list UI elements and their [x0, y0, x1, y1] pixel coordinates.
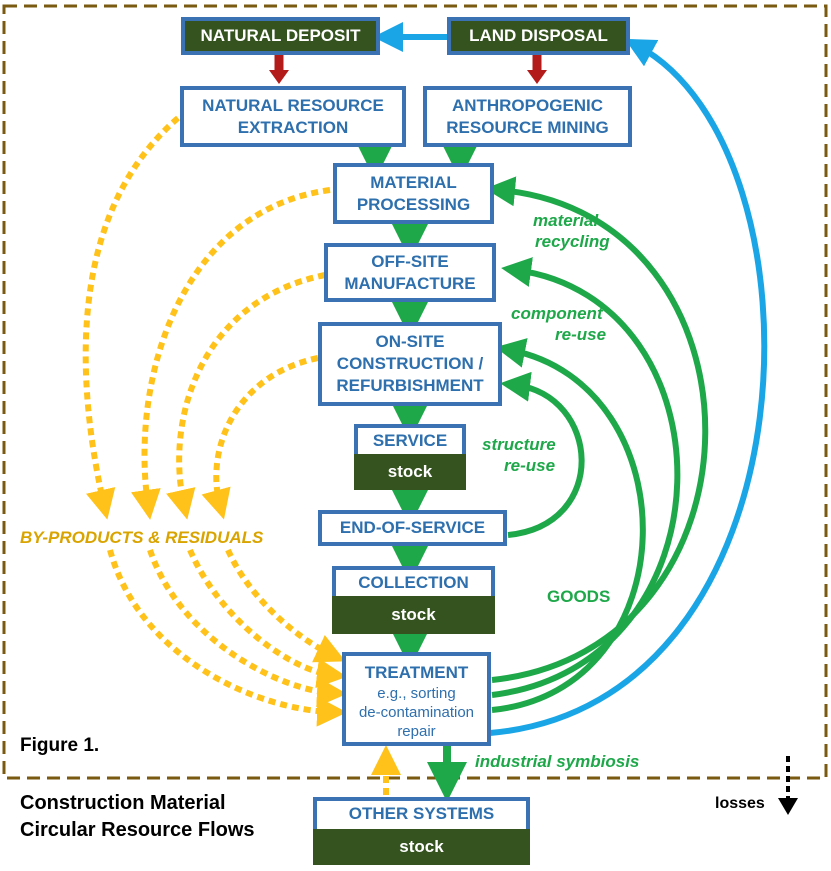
collection-label: COLLECTION: [358, 573, 469, 592]
land-disposal-label: LAND DISPOSAL: [469, 26, 608, 45]
construction-line-1: ON-SITE: [375, 332, 445, 351]
construction-line-3: REFURBISHMENT: [336, 376, 484, 395]
structure-reuse-line-1: structure: [482, 435, 556, 454]
treatment-box: TREATMENT e.g., sorting de-contamination…: [342, 652, 491, 746]
stock-arrows: [318, 446, 523, 839]
yellow-flow-to-treatment-4: [107, 549, 347, 727]
blue-flow-treatment-to-disposal: [489, 38, 768, 736]
mining-line-1: ANTHROPOGENIC: [451, 95, 604, 115]
natural-resource-extraction-box: NATURAL RESOURCE EXTRACTION: [180, 86, 406, 147]
figure-label: Figure 1.: [20, 735, 100, 756]
yellow-flow-to-treatment-3: [147, 549, 347, 708]
anthropogenic-resource-mining-box: ANTHROPOGENIC RESOURCE MINING: [423, 86, 632, 147]
yellow-flow-extraction: [82, 115, 180, 520]
mining-line-2: RESOURCE MINING: [446, 117, 609, 137]
service-box: SERVICE stock: [354, 424, 466, 490]
green-loop-material-recycling: [485, 176, 709, 683]
other-systems-stock: stock: [313, 829, 530, 865]
material-recycling-line-1: material: [533, 211, 599, 230]
caption-line-2: Circular Resource Flows: [20, 819, 255, 841]
other-systems-box: OTHER SYSTEMS stock: [313, 797, 530, 865]
processing-line-1: MATERIAL: [370, 172, 457, 192]
construction-line-2: CONSTRUCTION /: [336, 354, 484, 373]
processing-line-2: PROCESSING: [356, 194, 471, 214]
by-products-label: BY-PRODUCTS & RESIDUALS: [20, 528, 264, 547]
collection-stock: stock: [332, 596, 495, 634]
industrial-symbiosis-label: industrial symbiosis: [475, 752, 640, 771]
extraction-line-1: NATURAL RESOURCE: [202, 95, 384, 115]
end-of-service-label: END-OF-SERVICE: [339, 518, 486, 537]
yellow-flow-to-treatment-1: [225, 548, 346, 663]
manufacture-line-2: MANUFACTURE: [344, 273, 476, 293]
natural-deposit-box: NATURAL DEPOSIT: [181, 17, 380, 55]
goods-label: GOODS: [547, 587, 611, 606]
green-loop-goods: [491, 338, 646, 713]
green-loop-structure-reuse: [500, 371, 585, 538]
material-recycling-label: material recycling: [533, 210, 610, 252]
service-stock-label: stock: [387, 462, 433, 481]
yellow-flow-construction: [201, 355, 319, 520]
yellow-flow-to-treatment-2: [187, 548, 347, 689]
manufacture-line-1: OFF-SITE: [371, 251, 449, 271]
off-site-manufacture-box: OFF-SITE MANUFACTURE: [324, 243, 496, 302]
treatment-detail-1: e.g., sorting: [377, 685, 456, 702]
caption: Construction Material Circular Resource …: [20, 790, 255, 844]
component-reuse-label: component re-use: [511, 303, 606, 345]
caption-line-1: Construction Material: [20, 792, 226, 814]
collection-stock-label: stock: [391, 605, 436, 624]
natural-deposit-label: NATURAL DEPOSIT: [200, 26, 361, 45]
end-of-service-box: END-OF-SERVICE: [318, 510, 507, 546]
treatment-label: TREATMENT: [364, 663, 469, 682]
material-recycling-line-2: recycling: [535, 232, 610, 251]
other-systems-label: OTHER SYSTEMS: [348, 804, 495, 823]
collection-box: COLLECTION stock: [332, 566, 495, 634]
component-reuse-line-1: component: [511, 304, 603, 323]
on-site-construction-box: ON-SITE CONSTRUCTION / REFURBISHMENT: [318, 322, 502, 406]
system-boundary: [2, 4, 828, 780]
treatment-detail-2: de-contamination: [358, 704, 475, 721]
yellow-flow-manufacture: [166, 272, 326, 520]
service-stock: stock: [354, 454, 466, 490]
other-systems-stock-label: stock: [399, 837, 444, 856]
land-disposal-box: LAND DISPOSAL: [447, 17, 630, 55]
component-reuse-line-2: re-use: [555, 325, 607, 344]
green-loop-component-reuse: [491, 257, 681, 698]
structure-reuse-line-2: re-use: [504, 456, 556, 475]
service-label: SERVICE: [372, 431, 448, 450]
treatment-detail-3: repair: [397, 723, 436, 740]
yellow-flow-processing: [131, 187, 331, 520]
structure-reuse-label: structure re-use: [482, 434, 556, 476]
losses-label: losses: [715, 795, 765, 812]
material-processing-box: MATERIAL PROCESSING: [333, 163, 494, 224]
extraction-line-2: EXTRACTION: [237, 117, 349, 137]
